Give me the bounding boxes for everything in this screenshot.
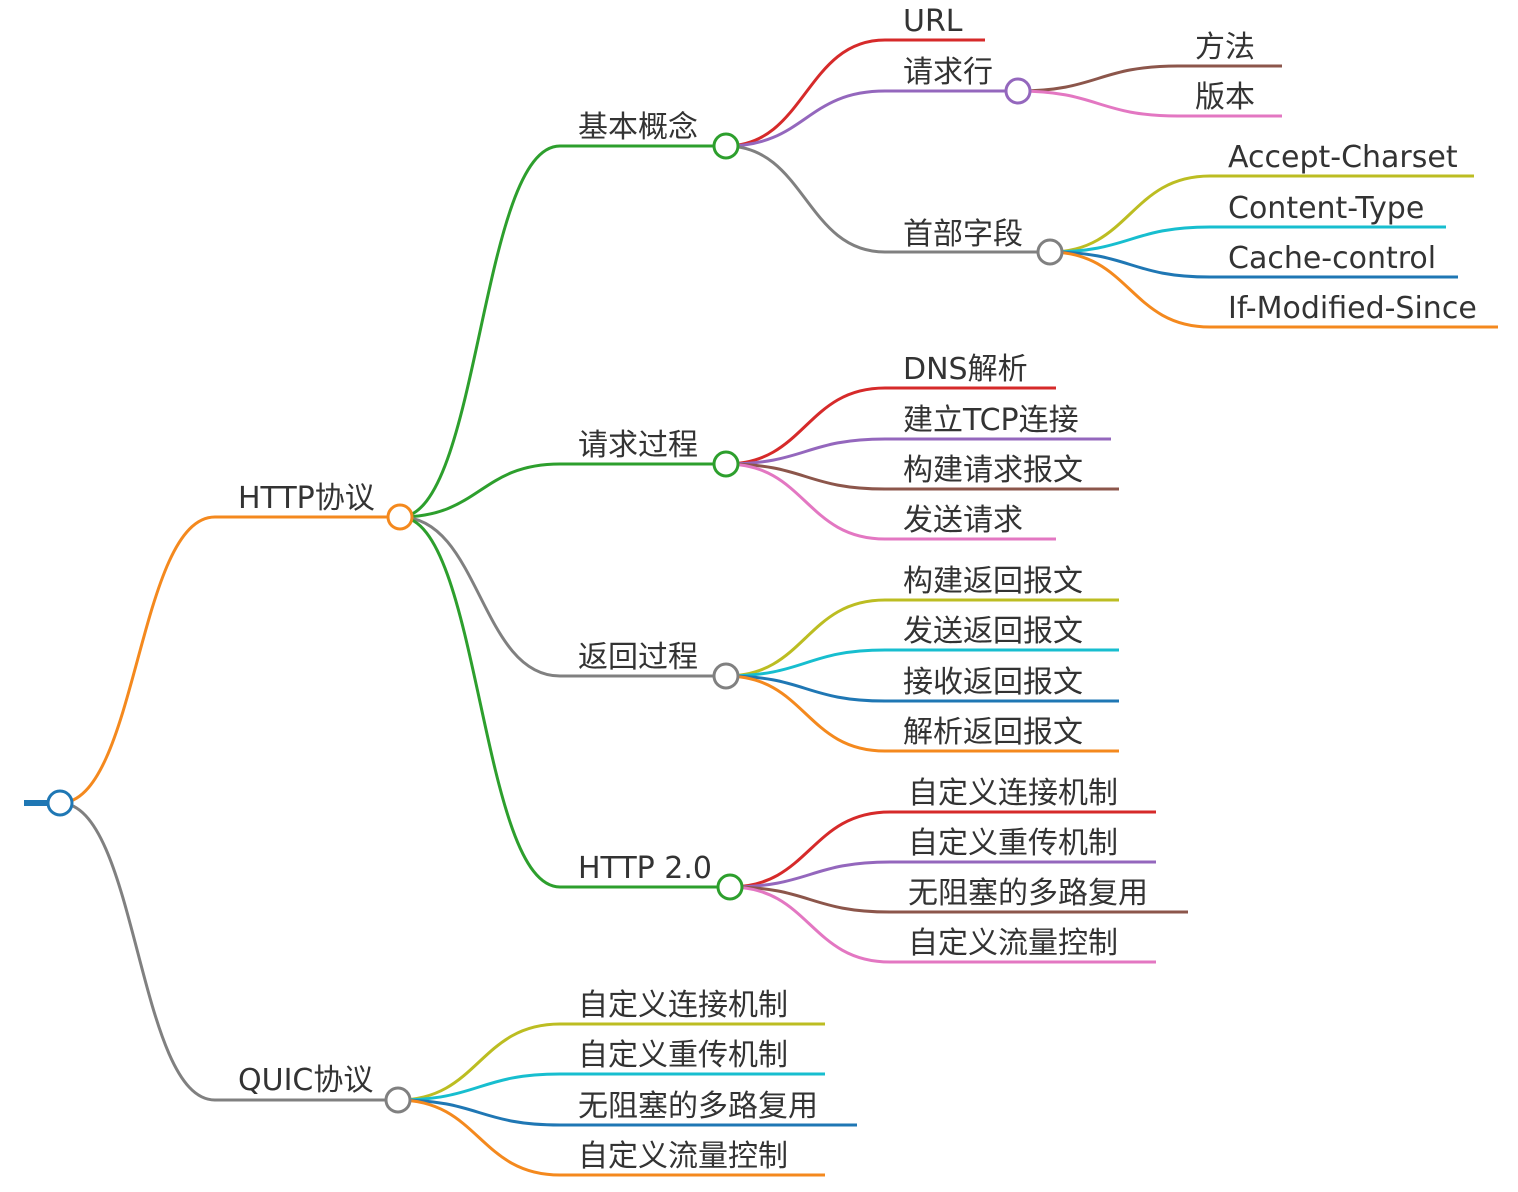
http-node-icon[interactable]: [386, 503, 414, 531]
quic-protocol-label: QUIC协议: [238, 1063, 373, 1098]
basic-concepts-label: 基本概念: [578, 110, 698, 145]
link-request-line-version: [1017, 89, 1282, 118]
root-node-icon[interactable]: [46, 789, 74, 817]
header-field-item: If-Modified-Since: [1228, 291, 1477, 326]
link-http-response: [399, 515, 726, 678]
header-fields-label: 首部字段: [903, 217, 1023, 252]
http2-feature-item: 无阻塞的多路复用: [908, 876, 1148, 911]
link-http-http2: [399, 515, 730, 889]
http2-label: HTTP 2.0: [578, 851, 712, 886]
version-label: 版本: [1195, 80, 1255, 115]
link-root-quic: [59, 801, 398, 1102]
request-step-item: 构建请求报文: [903, 453, 1083, 488]
link-response-step: [725, 648, 1119, 678]
link-basic-url: [725, 38, 985, 148]
link-response-step: [725, 674, 1119, 703]
response-process-node-icon[interactable]: [712, 662, 740, 690]
link-http2-feature: [729, 810, 1156, 889]
link-header-field: [1049, 250, 1498, 329]
header-field-item: Cache-control: [1228, 241, 1436, 276]
response-step-item: 发送返回报文: [903, 614, 1083, 649]
link-http2-feature: [729, 860, 1156, 889]
response-step-item: 构建返回报文: [903, 564, 1083, 599]
request-process-label: 请求过程: [578, 428, 698, 463]
request-process-node-icon[interactable]: [712, 450, 740, 478]
link-quic-feature: [397, 1098, 857, 1127]
header-field-item: Content-Type: [1228, 191, 1424, 226]
quic-feature-item: 自定义重传机制: [578, 1038, 788, 1073]
mind-map-labels: HTTP协议 QUIC协议 基本概念 请求过程 返回过程 HTTP 2.0 UR…: [238, 4, 1477, 1174]
link-header-field: [1049, 174, 1474, 254]
link-quic-feature: [397, 1098, 825, 1177]
request-step-item: DNS解析: [903, 352, 1028, 387]
link-quic-feature: [397, 1072, 825, 1102]
quic-feature-item: 无阻塞的多路复用: [578, 1089, 818, 1124]
link-root-http: [59, 515, 400, 805]
link-request-step: [725, 437, 1111, 466]
link-request-step: [725, 386, 1056, 466]
link-basic-header-fields: [725, 144, 1050, 254]
link-http2-feature: [729, 885, 1156, 964]
link-response-step: [725, 598, 1119, 678]
link-http2-feature: [729, 885, 1188, 914]
quic-feature-item: 自定义连接机制: [578, 988, 788, 1023]
response-step-item: 接收返回报文: [903, 665, 1083, 700]
link-request-line-method: [1017, 64, 1282, 93]
url-label: URL: [903, 4, 963, 39]
http2-node-icon[interactable]: [716, 873, 744, 901]
link-basic-request-line: [725, 89, 1018, 148]
link-response-step: [725, 674, 1119, 753]
header-field-item: Accept-Charset: [1228, 140, 1458, 175]
quic-feature-item: 自定义流量控制: [578, 1139, 788, 1174]
header-fields-node-icon[interactable]: [1036, 238, 1064, 266]
request-line-node-icon[interactable]: [1004, 77, 1032, 105]
link-header-field: [1049, 225, 1446, 254]
mind-map-links: [24, 38, 1498, 1177]
quic-node-icon[interactable]: [384, 1086, 412, 1114]
response-step-item: 解析返回报文: [903, 715, 1083, 750]
http-protocol-label: HTTP协议: [238, 481, 375, 516]
method-label: 方法: [1195, 30, 1255, 65]
request-step-item: 发送请求: [903, 503, 1023, 538]
response-process-label: 返回过程: [578, 640, 698, 675]
request-line-label: 请求行: [903, 55, 993, 90]
http2-feature-item: 自定义连接机制: [908, 776, 1118, 811]
http2-feature-item: 自定义流量控制: [908, 926, 1118, 961]
http2-feature-item: 自定义重传机制: [908, 826, 1118, 861]
mind-map-nodes: [46, 77, 1064, 1114]
link-http-request: [399, 462, 726, 519]
link-http-basic: [399, 144, 726, 519]
link-request-step: [725, 462, 1056, 541]
link-header-field: [1049, 250, 1458, 279]
request-step-item: 建立TCP连接: [903, 403, 1079, 438]
basic-node-icon[interactable]: [712, 132, 740, 160]
link-request-step: [725, 462, 1119, 491]
link-quic-feature: [397, 1022, 825, 1102]
